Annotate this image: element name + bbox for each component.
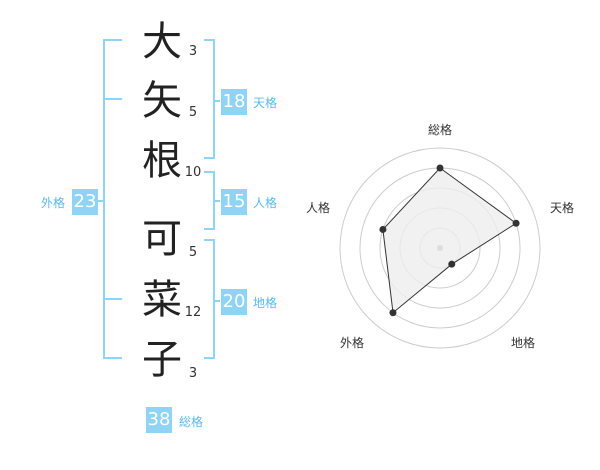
stroke-count-5: 12	[184, 305, 202, 320]
radar-label-gaikaku: 外格	[340, 336, 365, 350]
name-char-3: 根	[142, 138, 182, 184]
radar-label-chikaku: 地格	[511, 336, 536, 350]
radar-point-4	[389, 309, 397, 317]
name-char-1: 大	[142, 19, 182, 65]
name-char-4: 可	[142, 216, 182, 262]
chikaku-label: 地格	[253, 296, 278, 310]
stroke-count-2: 5	[188, 105, 198, 120]
soukaku-label: 総格	[179, 415, 204, 429]
soukaku-value: 38	[146, 407, 172, 433]
gaikaku-value: 23	[72, 189, 98, 215]
radar-point-5	[379, 225, 387, 233]
radar-ring	[339, 147, 541, 349]
radar-center	[437, 245, 443, 251]
radar-point-3	[448, 260, 456, 268]
jinkaku-value: 15	[221, 189, 247, 215]
stroke-count-6: 3	[188, 366, 198, 381]
stroke-count-3: 10	[184, 165, 202, 180]
jinkaku-label: 人格	[253, 196, 278, 210]
radar-polygon	[382, 167, 517, 314]
tenkaku-label: 天格	[253, 96, 278, 110]
radar-label-jinkaku: 人格	[306, 201, 331, 215]
radar-label-soukaku: 総格	[428, 123, 453, 137]
stroke-count-4: 5	[188, 245, 198, 260]
chikaku-value: 20	[221, 289, 247, 315]
radar-point-1	[436, 164, 444, 172]
name-char-6: 子	[142, 337, 182, 383]
tenkaku-value: 18	[221, 89, 247, 115]
radar-point-2	[512, 219, 520, 227]
gaikaku-label: 外格	[41, 196, 66, 210]
name-char-2: 矢	[142, 78, 182, 124]
name-char-5: 菜	[142, 277, 182, 323]
stroke-count-1: 3	[188, 44, 198, 59]
radar-label-tenkaku: 天格	[550, 201, 575, 215]
